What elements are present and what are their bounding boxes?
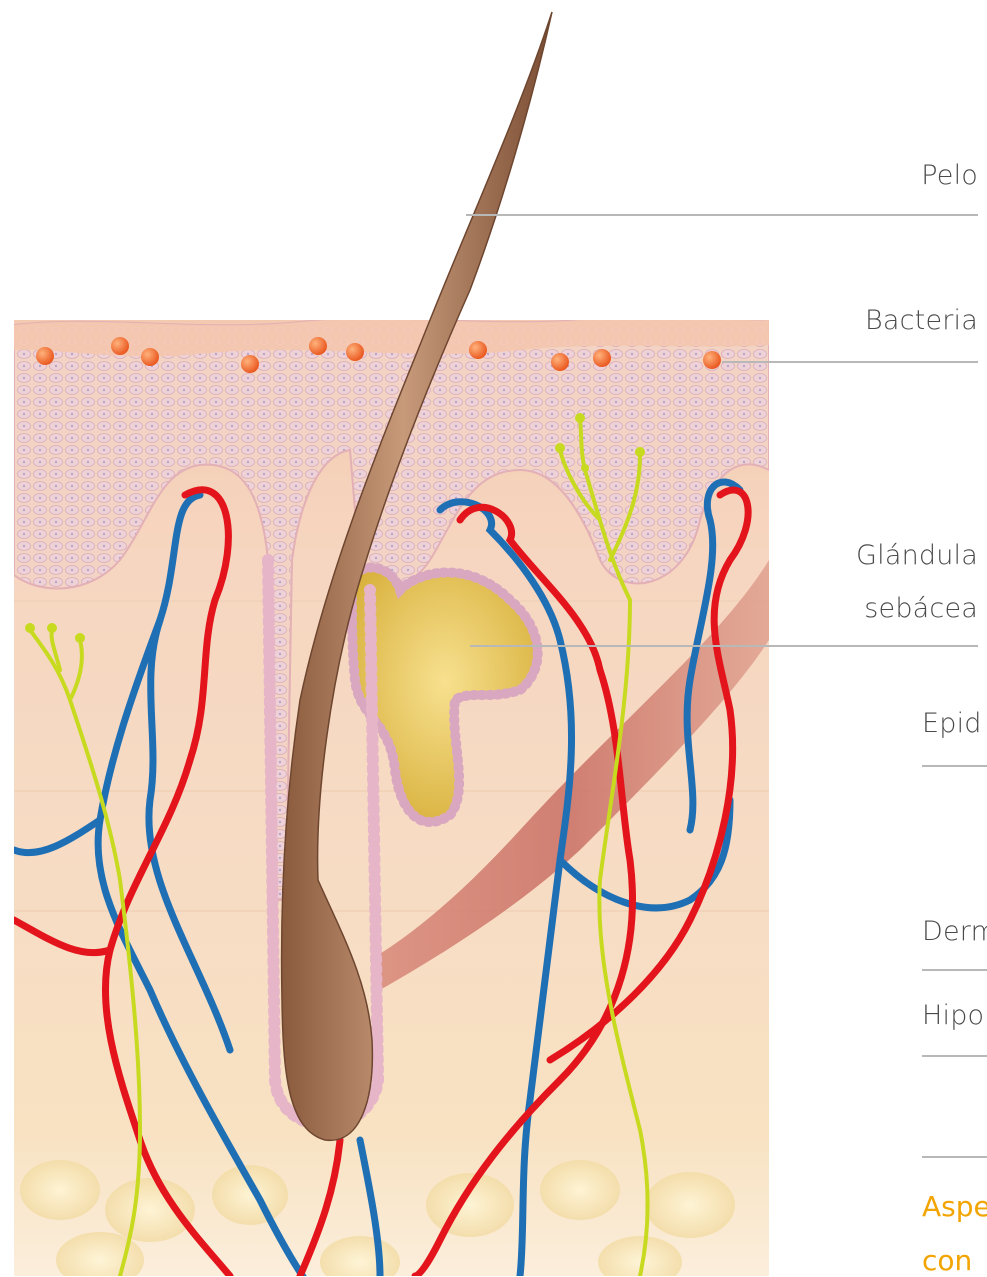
caption-line2: con — [922, 1244, 972, 1277]
dermis-leader-line — [922, 969, 987, 971]
bacteria-leader-line — [722, 361, 978, 363]
label-glandula-line1: Glándula — [856, 540, 978, 571]
glandula-leader-line — [470, 645, 978, 647]
caption-line1: Aspe — [922, 1190, 987, 1223]
epidermis-leader-line — [922, 765, 987, 767]
caption-divider — [922, 1156, 987, 1158]
label-bacteria: Bacteria — [865, 305, 978, 336]
label-glandula-line2: sebácea — [864, 593, 978, 624]
label-hipodermis: Hipo — [922, 1000, 984, 1031]
pelo-leader-line — [466, 214, 978, 216]
label-pelo: Pelo — [921, 160, 978, 191]
label-dermis: Derm — [922, 916, 987, 947]
label-epidermis: Epid — [922, 708, 982, 739]
hipodermis-leader-line — [922, 1055, 987, 1057]
